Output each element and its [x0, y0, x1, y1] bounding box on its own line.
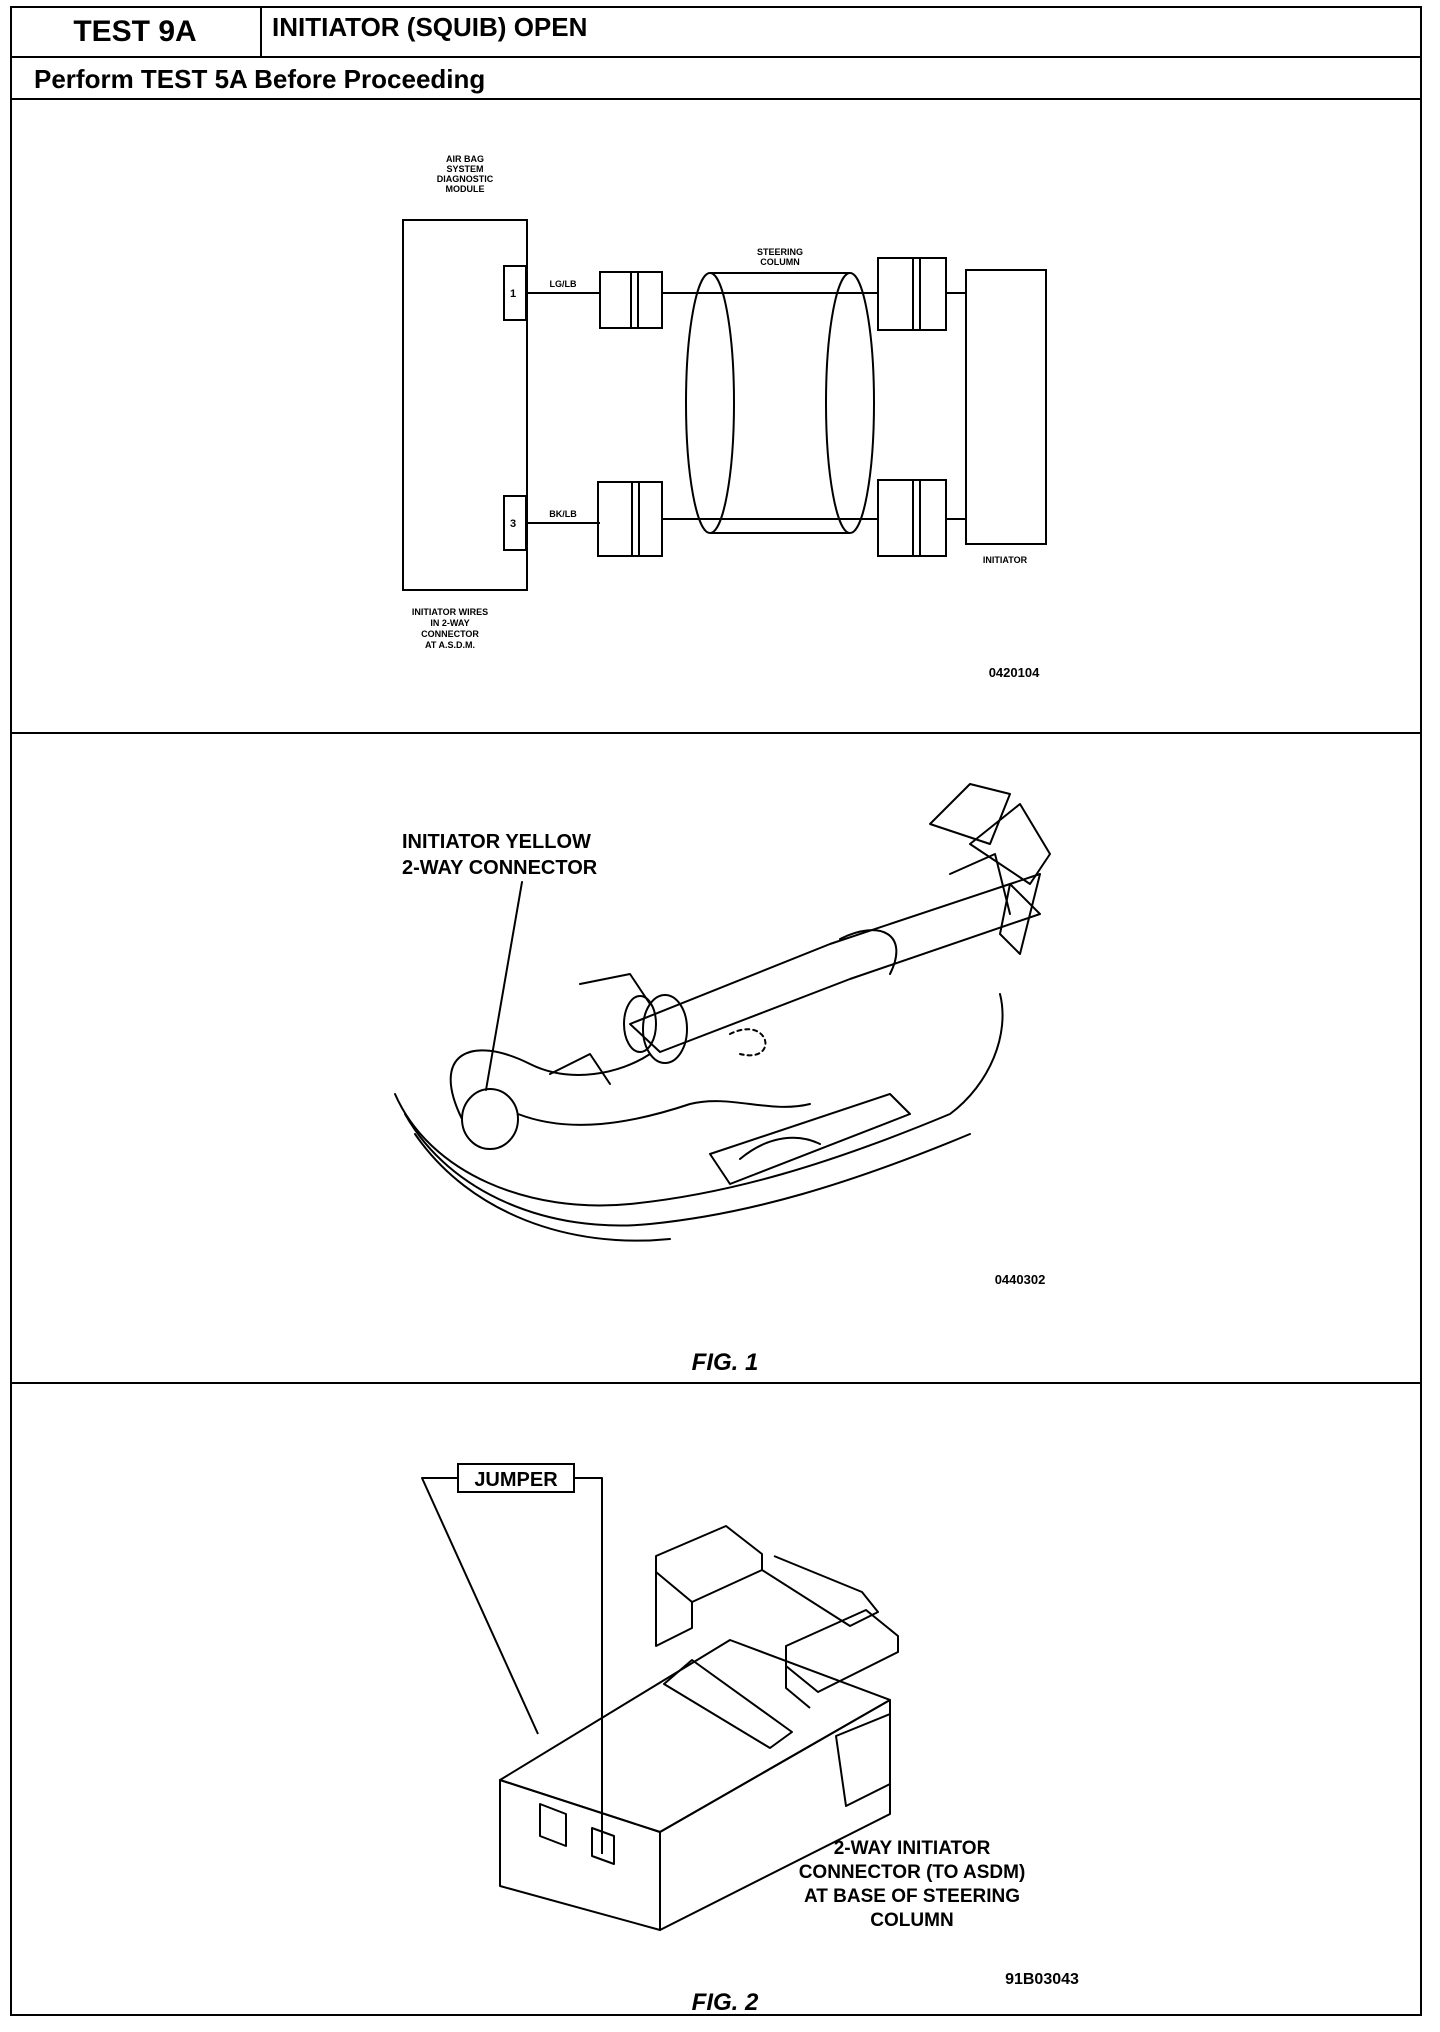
divider-header [10, 56, 1422, 58]
proceed-suffix: Before Proceeding [246, 64, 486, 94]
wire-top-label: LG/LB [550, 279, 577, 289]
column-ring [642, 994, 688, 1064]
steering-label-line-1: STEERING [757, 247, 803, 257]
test-id: TEST 9A [10, 6, 262, 58]
connector-note-line-3: CONNECTOR [421, 629, 479, 639]
asdm-module-box [402, 219, 528, 591]
fig1-callout-line-1: INITIATOR YELLOW [402, 831, 591, 853]
connector-latch-rear [655, 1525, 763, 1603]
page-frame [10, 6, 1422, 2016]
connector-illustration: JUMPER 2-WAY INITIATOR CONNECTOR (TO ASD… [421, 1463, 1079, 2016]
steering-column-illustration: INITIATOR YELLOW 2-WAY CONNECTOR 0440302… [394, 783, 1051, 1376]
fig1-caption: FIG. 1 [692, 1349, 759, 1376]
proceed-test-ref: TEST 5A [140, 64, 247, 94]
wiring-harness-upper [394, 993, 1004, 1207]
steering-column-left-end [685, 272, 735, 534]
steering-label-line-2: COLUMN [760, 257, 800, 267]
jumper-leader-right [574, 1477, 603, 1854]
fig2-callout-line-3: AT BASE OF STEERING [804, 1886, 1020, 1907]
connector-note-line-2: IN 2-WAY [430, 618, 469, 628]
fig2-callout-line-4: COLUMN [870, 1910, 953, 1931]
fig1-code: 0440302 [995, 1272, 1046, 1287]
left-connector-bottom [597, 481, 663, 557]
connector-top-face [499, 1639, 891, 1833]
fig2-caption: FIG. 2 [692, 1989, 759, 2016]
fig1-leader-line [485, 881, 523, 1091]
module-label-line-1: AIR BAG [446, 154, 484, 164]
initiator-label: INITIATOR [983, 555, 1028, 565]
steering-column-right-end [825, 272, 875, 534]
jumper-leader-left [421, 1477, 539, 1735]
pin-3-label: 3 [510, 518, 516, 530]
test-title: INITIATOR (SQUIB) OPEN [272, 12, 588, 42]
initiator-box [965, 269, 1047, 545]
terminal-cavity-left [539, 1803, 567, 1847]
schematic-code: 0420104 [989, 665, 1040, 680]
fig2-callout-line-1: 2-WAY INITIATOR [834, 1838, 991, 1859]
proceed-instruction: Perform TEST 5A Before Proceeding [34, 64, 485, 95]
fig2-callout-line-2: CONNECTOR (TO ASDM) [799, 1862, 1026, 1883]
proceed-prefix: Perform [34, 64, 141, 94]
module-label-line-2: SYSTEM [446, 164, 483, 174]
module-label-line-3: DIAGNOSTIC [437, 174, 494, 184]
divider-panel-2 [10, 1382, 1422, 1384]
divider-instruction [10, 98, 1422, 100]
jumper-label: JUMPER [474, 1469, 558, 1491]
fig2-code: 91B03043 [1005, 1971, 1079, 1988]
yellow-2way-connector [461, 1088, 519, 1150]
column-shroud [709, 1093, 911, 1185]
connector-note-line-1: INITIATOR WIRES [412, 607, 488, 617]
column-tube [629, 883, 1041, 1053]
terminal-cavity-right [591, 1827, 615, 1865]
connector-side-tab [835, 1713, 891, 1807]
wire-bottom-label: BK/LB [549, 509, 577, 519]
fig1-callout-line-2: 2-WAY CONNECTOR [402, 857, 598, 879]
connector-front-face [499, 1779, 661, 1931]
module-label-line-4: MODULE [446, 184, 485, 194]
connector-note-line-4: AT A.S.D.M. [425, 640, 475, 650]
connector-latch-front [785, 1609, 899, 1693]
wiring-schematic: AIR BAG SYSTEM DIAGNOSTIC MODULE 1 3 LG/… [402, 154, 1047, 680]
divider-panel-1 [10, 732, 1422, 734]
pin-1-label: 1 [510, 288, 516, 300]
